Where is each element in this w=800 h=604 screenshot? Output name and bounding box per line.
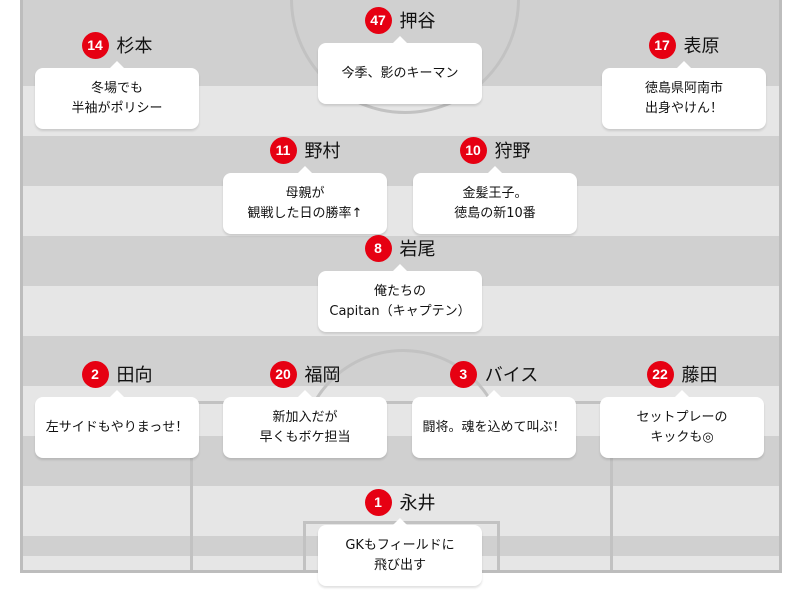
player-card: 11 野村母親が観戦した日の勝率↑	[223, 136, 387, 234]
comment-line: キックも◎	[650, 429, 714, 445]
comment-line: 金髪王子。	[462, 185, 528, 201]
comment-line: 飛び出す	[373, 557, 426, 573]
player-card: 2 田向左サイドもやりまっせ！	[35, 360, 199, 458]
player-card: 3 バイス闘将。魂を込めて叫ぶ！	[412, 360, 576, 458]
comment-bubble: 母親が観戦した日の勝率↑	[223, 166, 387, 234]
player-name: 岩尾	[399, 239, 436, 260]
comment-line: 観戦した日の勝率↑	[247, 205, 363, 221]
player-card: 47 押谷今季、影のキーマン	[318, 6, 482, 104]
player-number-badge: 2	[81, 360, 109, 388]
player-name: 田向	[116, 365, 153, 386]
comment-line: 左サイドもやりまっせ！	[45, 419, 189, 435]
player-label: 22 藤田	[600, 360, 764, 388]
player-number-badge: 8	[364, 234, 392, 262]
comment-line: 今季、影のキーマン	[341, 65, 459, 81]
comment-bubble: GKもフィールドに飛び出す	[318, 518, 482, 586]
comment-line: 出身やけん！	[644, 100, 723, 116]
comment-line: 冬場でも	[90, 80, 143, 96]
player-card: 8 岩尾俺たちの Capitan（キャプテン）	[318, 234, 482, 332]
comment-line: 母親が	[285, 185, 325, 201]
comment-line: 俺たちの	[373, 283, 426, 299]
player-label: 17 表原	[602, 31, 766, 59]
penalty-box	[190, 401, 613, 570]
player-name: 藤田	[681, 365, 718, 386]
player-label: 10 狩野	[413, 136, 577, 164]
player-card: 17 表原徳島県阿南市出身やけん！	[602, 31, 766, 129]
comment-line: 新加入だが	[272, 409, 338, 425]
player-number-badge: 14	[81, 31, 109, 59]
player-card: 10 狩野金髪王子。徳島の新10番	[413, 136, 577, 234]
comment-line: 徳島県阿南市	[644, 80, 723, 96]
player-label: 8 岩尾	[318, 234, 482, 262]
player-name: 押谷	[399, 11, 436, 32]
player-name: 表原	[683, 36, 720, 57]
player-number-badge: 1	[364, 488, 392, 516]
player-card: 1 永井 GKもフィールドに飛び出す	[318, 488, 482, 586]
player-card: 20 福岡新加入だが早くもボケ担当	[223, 360, 387, 458]
player-number-badge: 17	[648, 31, 676, 59]
player-card: 14 杉本冬場でも半袖がポリシー	[35, 31, 199, 129]
comment-bubble: セットプレーのキックも◎	[600, 390, 764, 458]
player-name: バイス	[484, 365, 539, 386]
player-number-badge: 20	[269, 360, 297, 388]
player-label: 11 野村	[223, 136, 387, 164]
comment-bubble: 金髪王子。徳島の新10番	[413, 166, 577, 234]
player-number-badge: 3	[449, 360, 477, 388]
comment-line: セットプレーの	[636, 409, 728, 425]
comment-bubble: 新加入だが早くもボケ担当	[223, 390, 387, 458]
comment-line: 早くもボケ担当	[259, 429, 351, 445]
player-name: 永井	[399, 493, 436, 514]
comment-bubble: 今季、影のキーマン	[318, 36, 482, 104]
player-label: 47 押谷	[318, 6, 482, 34]
comment-line: GKもフィールドに	[345, 537, 455, 553]
player-label: 3 バイス	[412, 360, 576, 388]
comment-line: 半袖がポリシー	[71, 100, 163, 116]
comment-bubble: 闘将。魂を込めて叫ぶ！	[412, 390, 576, 458]
player-label: 2 田向	[35, 360, 199, 388]
player-label: 14 杉本	[35, 31, 199, 59]
player-number-badge: 22	[646, 360, 674, 388]
player-name: 狩野	[494, 141, 531, 162]
comment-bubble: 左サイドもやりまっせ！	[35, 390, 199, 458]
comment-line: Capitan（キャプテン）	[329, 303, 471, 319]
player-card: 22 藤田セットプレーのキックも◎	[600, 360, 764, 458]
player-label: 1 永井	[318, 488, 482, 516]
comment-bubble: 冬場でも半袖がポリシー	[35, 61, 199, 129]
comment-line: 闘将。魂を込めて叫ぶ！	[422, 419, 566, 435]
player-name: 杉本	[116, 36, 153, 57]
player-label: 20 福岡	[223, 360, 387, 388]
comment-line: 徳島の新10番	[454, 205, 536, 221]
player-name: 野村	[304, 141, 341, 162]
player-name: 福岡	[304, 365, 341, 386]
player-number-badge: 11	[269, 136, 297, 164]
comment-bubble: 俺たちの Capitan（キャプテン）	[318, 264, 482, 332]
comment-bubble: 徳島県阿南市出身やけん！	[602, 61, 766, 129]
player-number-badge: 10	[459, 136, 487, 164]
player-number-badge: 47	[364, 6, 392, 34]
